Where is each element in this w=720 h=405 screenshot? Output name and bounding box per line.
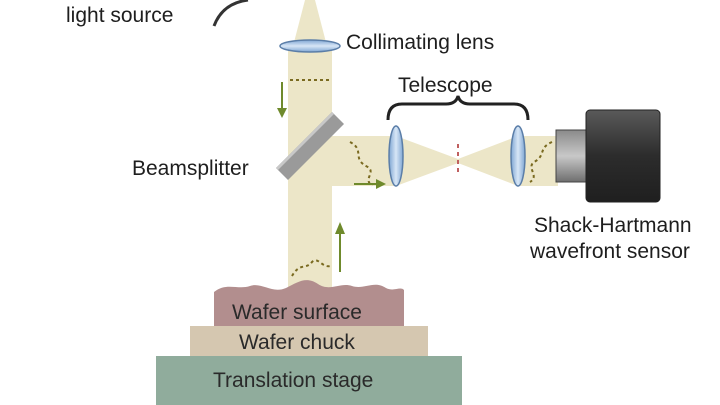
horizontal-beam <box>332 136 394 186</box>
wafer-reflected-wavefront <box>291 259 331 277</box>
collimating-lens-label: Collimating lens <box>346 31 494 54</box>
wafer-chuck <box>190 326 428 356</box>
light-source-label: light source <box>66 4 173 27</box>
translation-stage-label: Translation stage <box>213 369 373 392</box>
telescope-beam-out <box>458 136 518 186</box>
wafer-surface <box>214 280 404 326</box>
wafer-surface-label: Wafer surface <box>232 301 362 324</box>
sensor-wavefront <box>529 141 553 183</box>
telescope-lens-2 <box>510 125 526 187</box>
translation-stage <box>156 356 462 405</box>
beamsplitter <box>276 112 344 180</box>
shack-hartmann-sensor <box>555 109 661 203</box>
sensor-label-line2: wavefront sensor <box>529 240 690 263</box>
beamsplitter-label: Beamsplitter <box>132 157 249 180</box>
collimating-lens <box>279 39 341 53</box>
reflected-wavefront-horizontal <box>349 141 373 187</box>
down-arrow <box>277 82 287 118</box>
telescope-bracket <box>386 95 530 121</box>
light-source-pointer <box>212 0 249 27</box>
up-arrow <box>335 222 345 272</box>
sensor-label-line1: Shack-Hartmann <box>534 214 692 237</box>
wafer-chuck-label: Wafer chuck <box>239 331 355 354</box>
telescope-label: Telescope <box>398 74 493 97</box>
telescope-beam-in <box>396 136 458 186</box>
right-arrow <box>354 179 386 189</box>
telescope-lens-1 <box>388 125 404 187</box>
